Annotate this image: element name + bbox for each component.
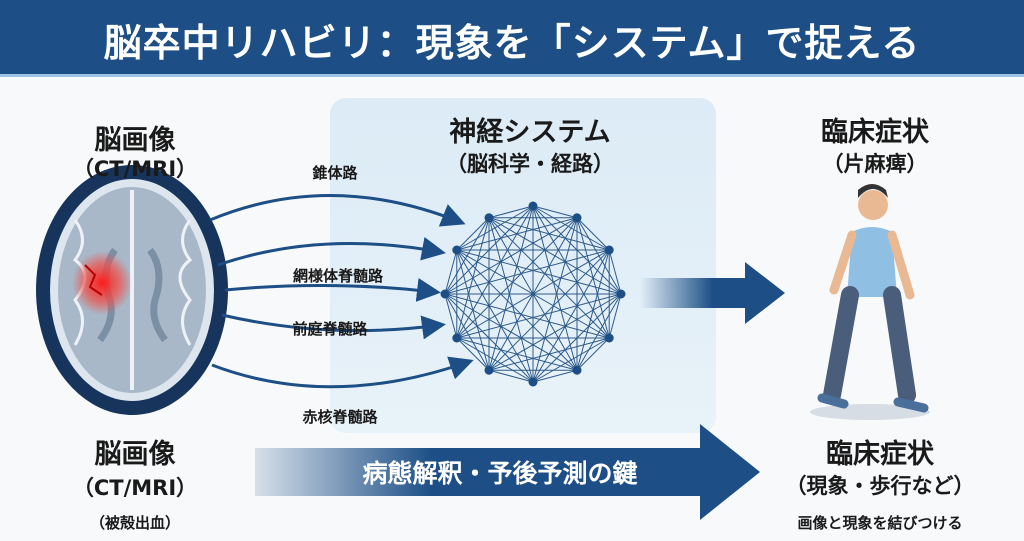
right-top-title: 臨床症状 [821,117,929,148]
neural-system-panel [330,98,716,433]
network-edge [456,293,622,339]
network-edge [444,293,578,371]
network-edge [456,249,578,371]
network-node [572,365,582,375]
left-top-title: 脳画像 [94,125,176,156]
network-edge [456,249,622,295]
left-bottom-note: （被殻出血） [89,514,180,532]
lesion-highlight [72,251,132,315]
network-edge [488,217,610,339]
network-edge [608,249,622,295]
right-bottom-subtitle: （現象・歩行など） [785,474,975,498]
network-edge [444,293,490,371]
network-node [604,245,614,255]
walking-person-icon [810,184,930,420]
pathway-arrows [209,194,474,389]
header-banner: 脳卒中リハビリ：現象を「システム」で捉える [0,0,1024,77]
pathway-label: 赤核脊髄路 [302,408,378,426]
network-node [528,201,538,211]
pathway-label: 錐体路 [312,164,358,182]
network-node [604,333,614,343]
network-edge [488,217,534,383]
left-bottom-title: 脳画像 [94,439,176,470]
network-edge [444,217,490,295]
network-edge [608,293,622,339]
network-edge [456,249,490,371]
network-node [616,289,626,299]
right-bottom-note: 画像と現象を結びつける [797,514,963,532]
network-edge [532,369,578,383]
network-edge [488,217,578,371]
network-edge [488,249,610,371]
network-edge [532,217,578,383]
network-edge [456,337,534,383]
network-node [452,245,462,255]
right-top-subtitle: （片麻痺） [822,152,928,176]
network-edge [532,205,578,219]
network-node [572,213,582,223]
network-node [528,377,538,387]
network-edge [488,217,610,251]
output-arrow [640,262,785,324]
network-edge [488,369,534,383]
network-edge [456,217,578,339]
pathway-label: 網様体脊髄路 [292,267,383,285]
center-title: 神経システム [449,117,611,148]
pathway-label: 前庭脊髄路 [292,320,368,338]
network-edge [456,337,490,371]
network-node [484,213,494,223]
network-node [452,333,462,343]
network-edge [456,249,534,383]
bottom-arrow-label: 病態解釈・予後予測の鍵 [362,459,638,488]
network-edge [532,205,578,371]
network-edge [576,337,610,371]
network-node [484,365,494,375]
page-title: 脳卒中リハビリ：現象を「システム」で捉える [103,21,921,65]
network-edge [444,293,610,339]
network-node [440,289,450,299]
network-edge [444,293,458,339]
bottom-key-arrow [255,424,760,520]
network-edge [456,217,490,339]
network-edge [488,205,534,219]
left-top-subtitle: （CT/MRI） [72,157,198,181]
network-edge [488,205,534,371]
brain-scan-icon [36,165,228,415]
network-edge [488,217,622,295]
network-edge [576,217,610,251]
neural-network-icon [440,201,626,387]
network-edge [456,217,490,251]
left-bottom-subtitle: （CT/MRI） [72,476,198,500]
right-bottom-title: 臨床症状 [826,439,934,470]
network-edge [444,249,458,295]
center-subtitle: （脳科学・経路） [446,152,614,176]
network-edge [444,249,610,295]
